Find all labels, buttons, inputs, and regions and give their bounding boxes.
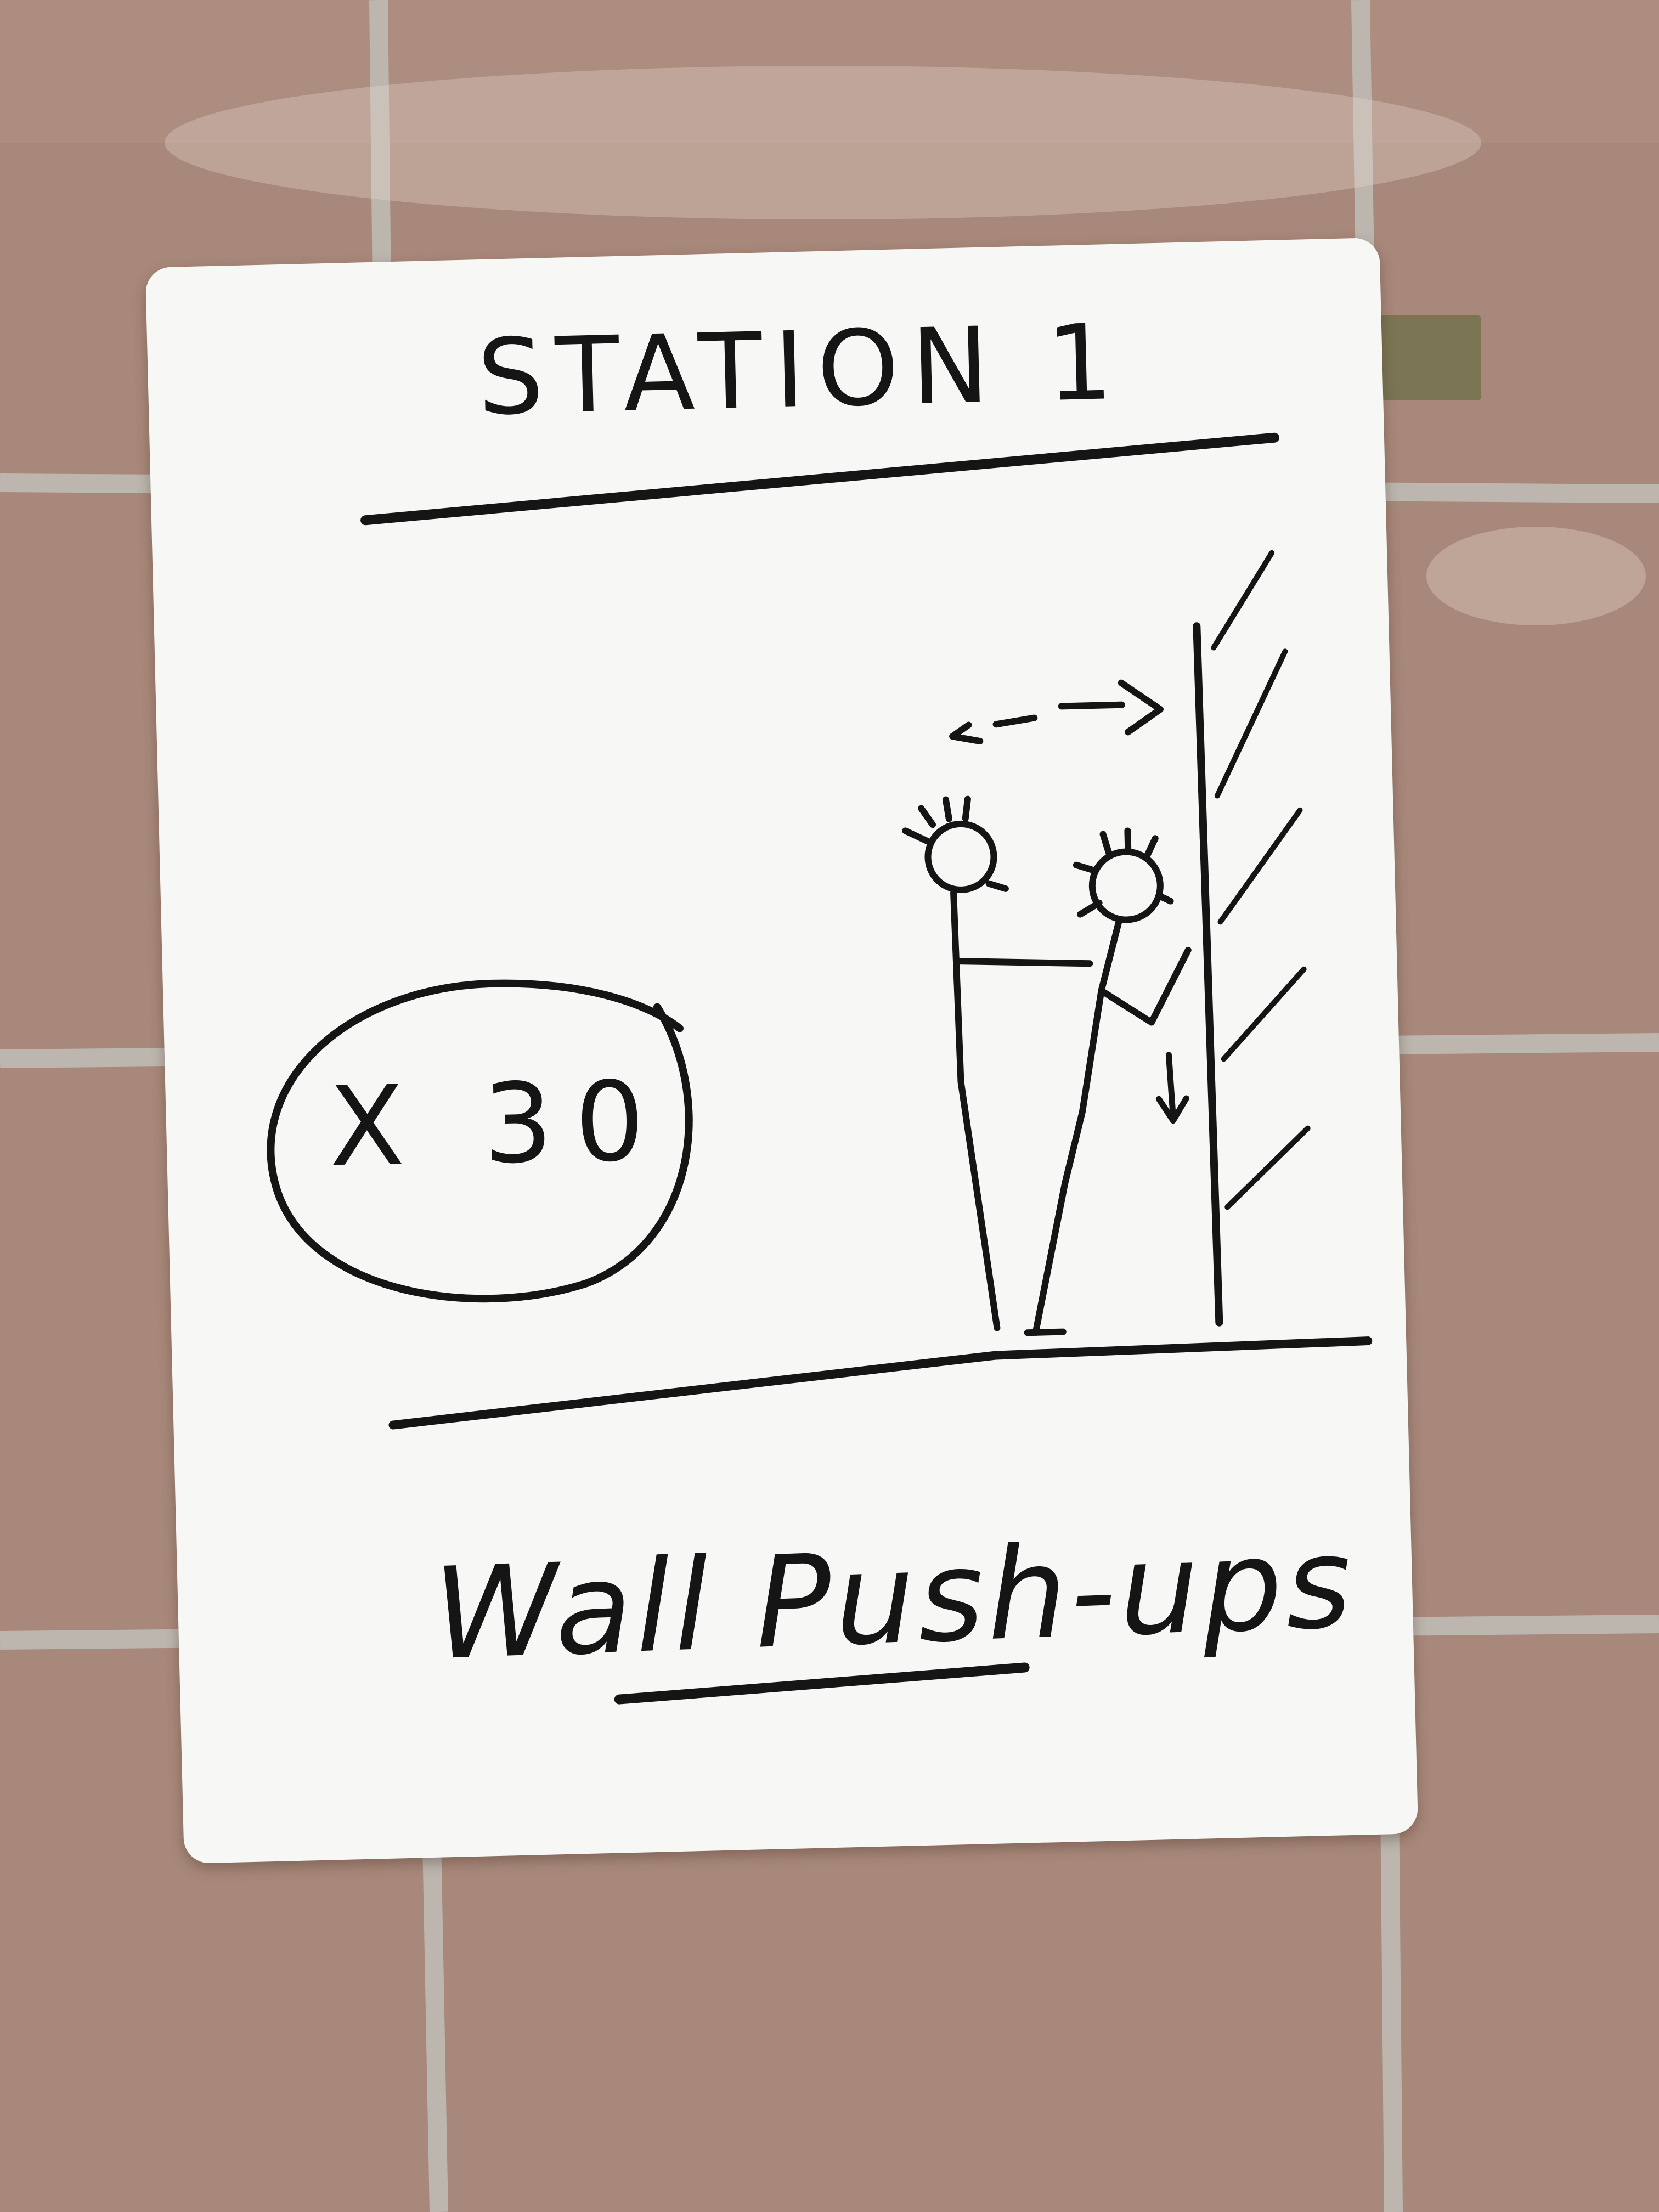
velcro-strip xyxy=(1377,315,1481,400)
caption-underline xyxy=(614,1662,1030,1705)
floor-line xyxy=(388,1336,1373,1430)
reps-circle xyxy=(267,979,693,1303)
title-underline xyxy=(360,432,1279,526)
repetition-count: X 30 xyxy=(328,1057,668,1192)
exercise-caption: Wall Push-ups xyxy=(431,1509,1357,1689)
stick-figure-icon xyxy=(1024,827,1192,1336)
station-title: STATION 1 xyxy=(476,301,1126,439)
down-arrow-icon xyxy=(1155,1052,1189,1124)
double-arrow-icon xyxy=(949,679,1164,745)
stick-figure-icon xyxy=(902,795,1093,1331)
wall-icon xyxy=(1193,550,1311,1327)
